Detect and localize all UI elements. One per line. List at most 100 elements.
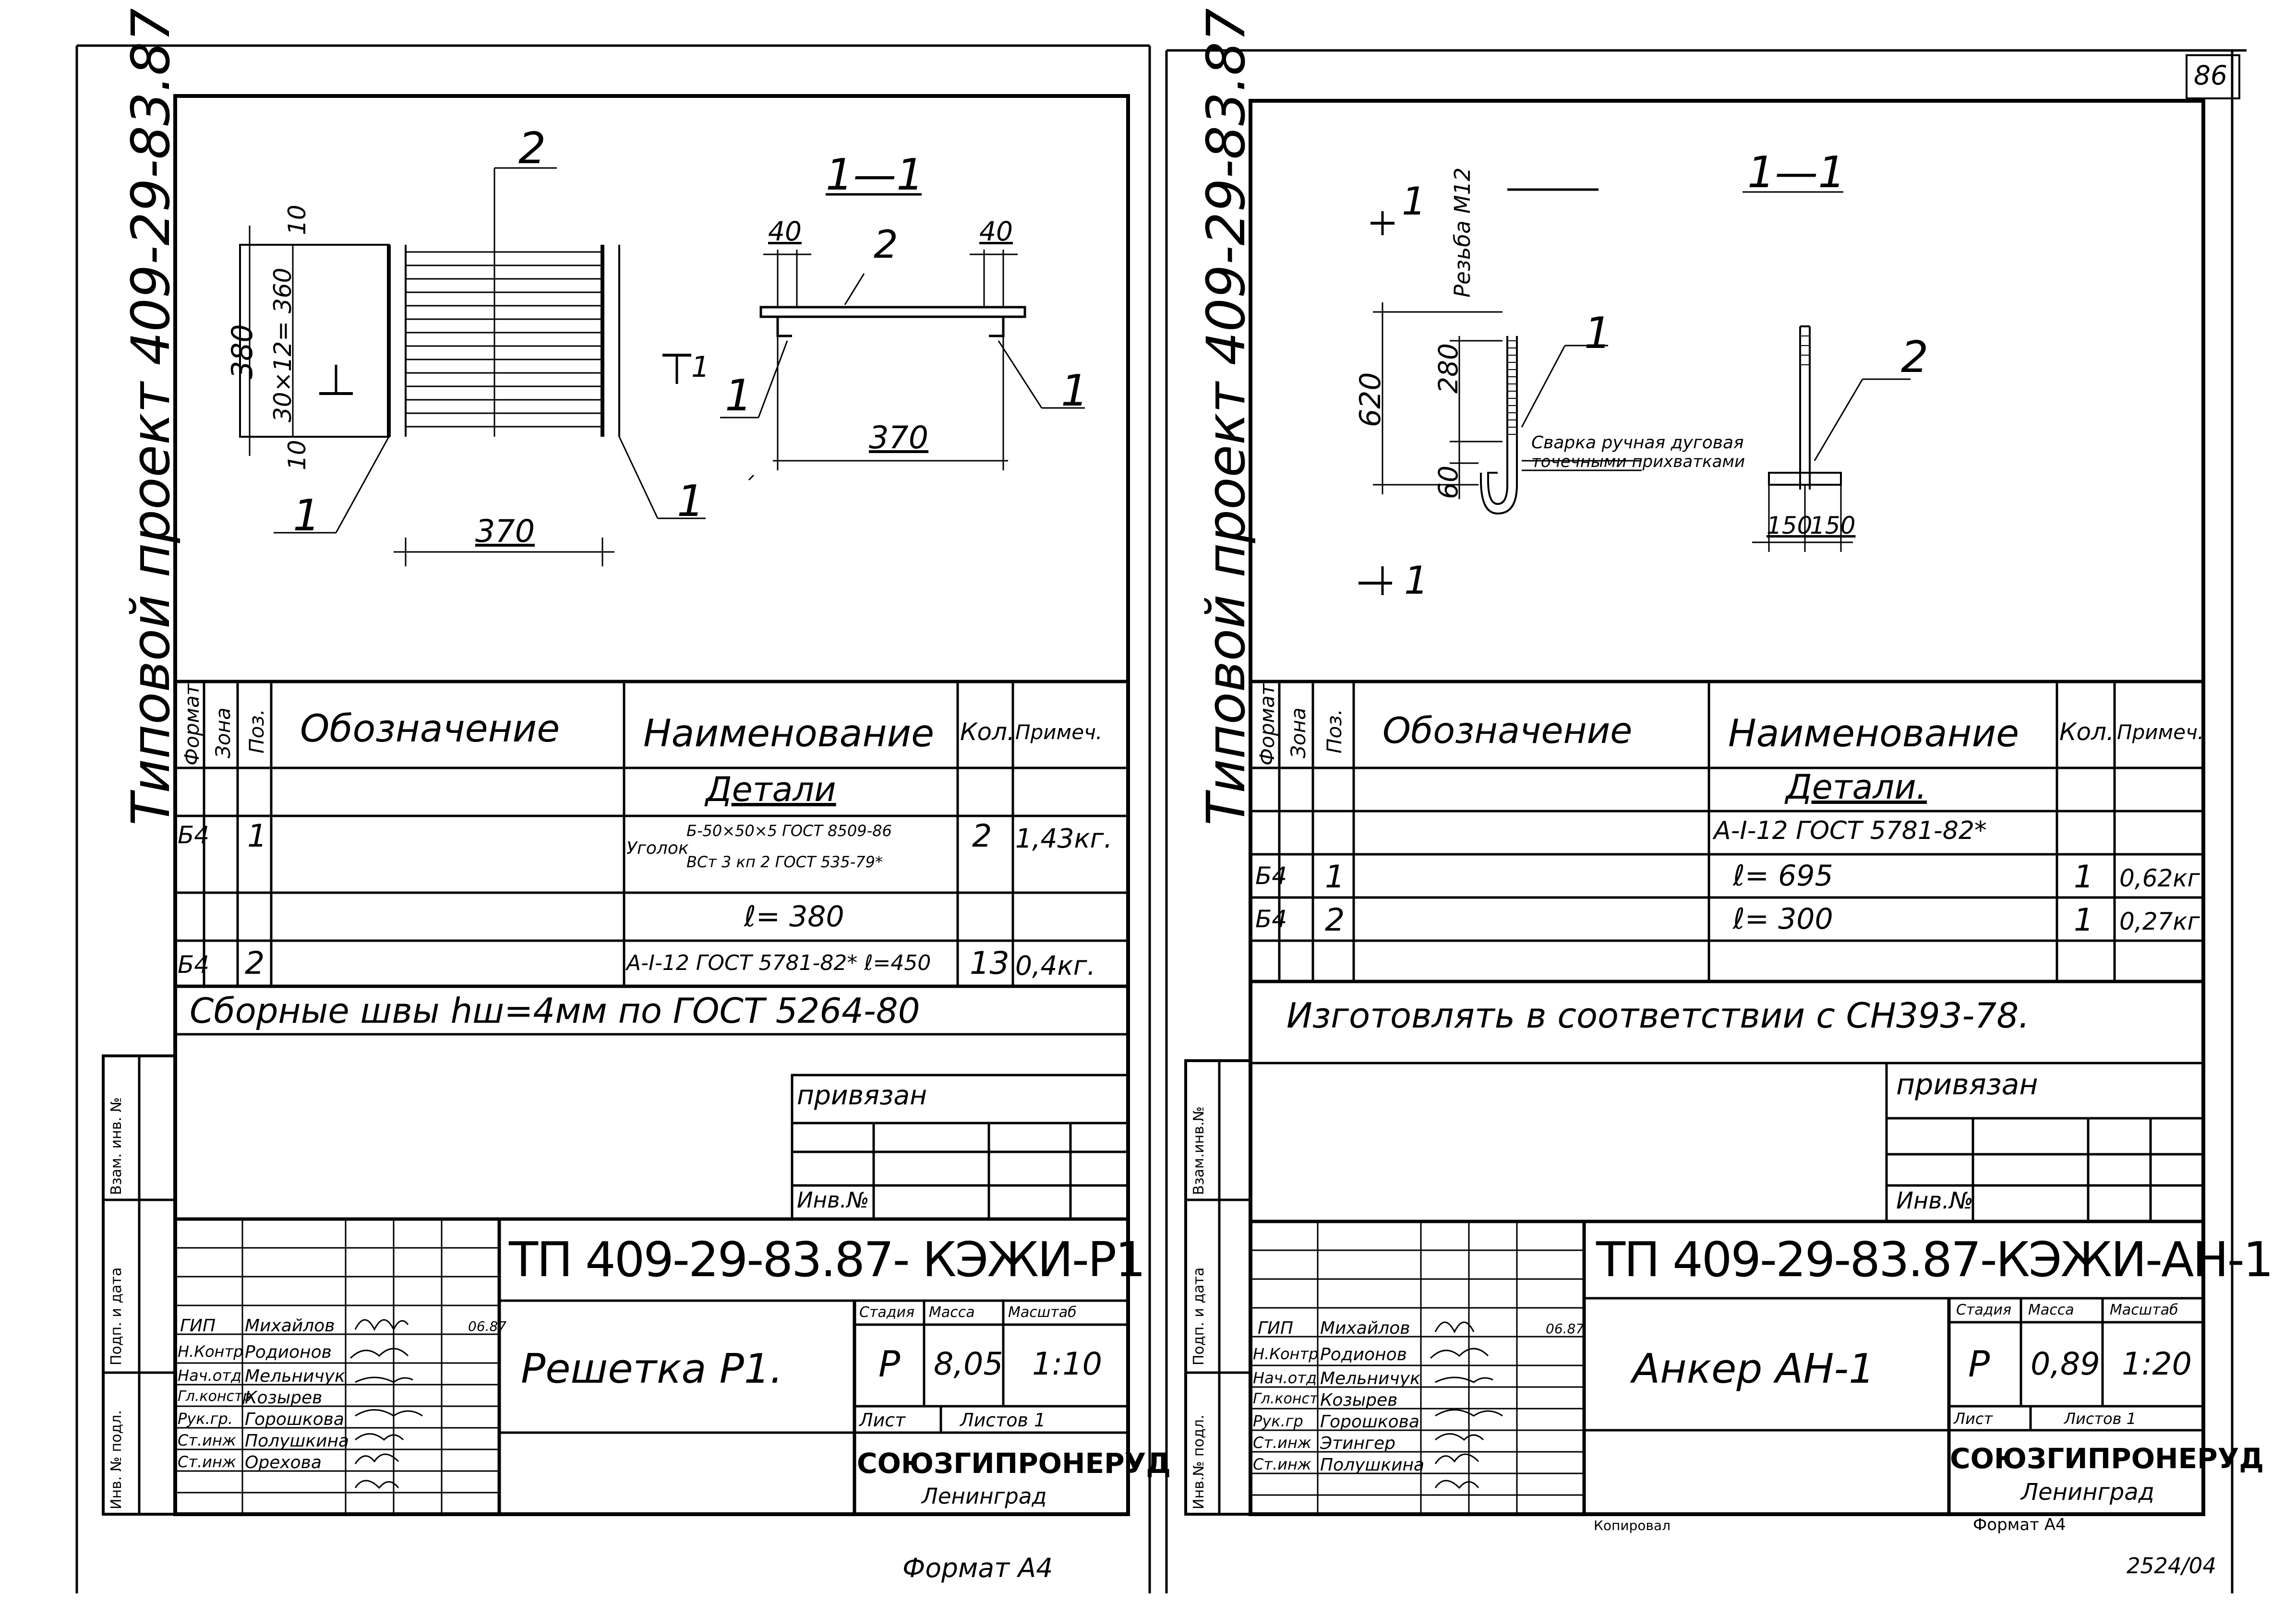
left-row3-pos: 2 xyxy=(245,945,265,981)
left-row3-name: А-Ӏ-12 ГОСТ 5781-82* ℓ=450 xyxy=(626,951,931,975)
left-hdr-designation: Обозначение xyxy=(300,707,560,751)
right-hdr-pos: Поз. xyxy=(1322,709,1346,754)
right-role-7: Ст.инж xyxy=(1253,1455,1311,1473)
right-role-5: Рук.гр xyxy=(1253,1412,1303,1430)
right-row2-qty: 1 xyxy=(2074,902,2094,938)
left-row1-note: 1,43кг. xyxy=(1015,823,1113,854)
right-cut-bottom: 1 xyxy=(1404,558,1429,603)
left-side-title: Типовой проект 409-29-83.87 Альбом 3 xyxy=(120,0,181,825)
left-stamp-scale-hdr: Масштаб xyxy=(1008,1304,1077,1321)
right-row2-note: 0,27кг xyxy=(2119,908,2200,935)
right-dim-60: 60 xyxy=(1433,466,1464,499)
right-name-3: Мельничук xyxy=(1320,1369,1420,1388)
left-dim-10b: 10 xyxy=(283,440,311,470)
right-stamp-sheet: Лист xyxy=(1954,1410,1993,1428)
left-dim-10a: 10 xyxy=(283,204,311,235)
right-stamp-scale-hdr: Масштаб xyxy=(2110,1302,2178,1318)
left-date-note: 06.87 xyxy=(468,1318,507,1334)
left-spec-section: Детали xyxy=(706,770,836,809)
left-side-inv-podl: Инв. № подл. xyxy=(108,1410,125,1509)
right-section-label: 1—1 xyxy=(1747,147,1846,198)
left-city: Ленинград xyxy=(922,1483,1047,1509)
right-weld-note-2: точечными прихватками xyxy=(1531,452,1745,471)
left-cut-mark-label: 1 xyxy=(691,350,710,384)
left-stamp-stage-hdr: Стадия xyxy=(859,1304,915,1321)
left-stamp-scale: 1:10 xyxy=(1032,1346,1102,1382)
left-name-1: Михайлов xyxy=(245,1316,335,1336)
right-role-6: Ст.инж xyxy=(1253,1434,1311,1452)
left-callout-1c: 1 xyxy=(725,371,753,421)
right-side-vzam: Взам.инв.№ xyxy=(1190,1106,1207,1195)
right-name-4: Козырев xyxy=(1320,1390,1398,1410)
left-row3-format: Б4 xyxy=(178,951,210,979)
left-callout-1b: 1 xyxy=(677,476,705,526)
left-note-text: Сборные швы hш=4мм по ГОСТ 5264-80 xyxy=(190,991,920,1031)
right-callout-1: 1 xyxy=(1584,308,1612,359)
left-row3-qty: 13 xyxy=(970,945,1010,981)
left-dim-370b: 370 xyxy=(869,420,929,456)
right-role-1: ГИП xyxy=(1258,1318,1294,1338)
right-order-no: 2524/04 xyxy=(2127,1553,2216,1579)
right-copy-label: Копировал xyxy=(1594,1518,1671,1533)
right-stamp-sheets: Листов 1 xyxy=(2064,1410,2137,1428)
left-callout-2b: 2 xyxy=(874,222,898,267)
right-side-inv-podl: Инв.№ подл. xyxy=(1190,1414,1207,1509)
right-doc-code: ТП 409-29-83.87-КЭЖИ-АН-1 xyxy=(1596,1232,2273,1288)
right-city: Ленинград xyxy=(2021,1479,2154,1506)
right-privyazan: привязан xyxy=(1896,1068,2038,1101)
left-row1-name-top: Б-50×50×5 ГОСТ 8509-86 xyxy=(686,822,892,840)
right-cut-top: 1 xyxy=(1402,179,1426,224)
right-dim-thread: Резьба М12 xyxy=(1450,167,1475,298)
left-name-2: Родионов xyxy=(245,1342,332,1362)
right-role-2: Н.Контр xyxy=(1253,1345,1319,1363)
left-name-4: Козырев xyxy=(245,1388,323,1408)
left-dim-370a: 370 xyxy=(475,514,535,550)
left-row1-qty: 2 xyxy=(972,818,992,854)
right-name-7: Полушкина xyxy=(1320,1455,1425,1475)
left-dim-40a: 40 xyxy=(768,216,802,247)
right-hdr-designation: Обозначение xyxy=(1382,709,1633,752)
left-role-3: Нач.отд xyxy=(178,1366,242,1385)
left-doc-code: ТП 409-29-83.87- КЭЖИ-Р1 xyxy=(509,1232,1146,1288)
left-role-4: Гл.констр xyxy=(178,1388,252,1405)
left-hdr-pos: Поз. xyxy=(245,709,268,754)
left-row1-pos: 1 xyxy=(247,818,267,854)
right-spec-material: А-Ӏ-12 ГОСТ 5781-82* xyxy=(1714,816,1987,845)
right-name-1: Михайлов xyxy=(1320,1318,1410,1338)
right-date-note: 06.87 xyxy=(1546,1321,1585,1337)
left-stamp-sheets: Листов 1 xyxy=(960,1410,1046,1431)
right-row2-format: Б4 xyxy=(1255,905,1287,933)
left-format-label: Формат А4 xyxy=(902,1553,1053,1583)
right-side-podp: Подп. и дата xyxy=(1190,1267,1207,1365)
right-role-4: Гл.конст xyxy=(1253,1390,1318,1407)
right-weld-note-1: Сварка ручная дуговая xyxy=(1531,433,1744,453)
right-dim-620: 620 xyxy=(1354,372,1387,427)
page-number: 86 xyxy=(2194,60,2227,91)
left-row1-name-bottom: ВСт 3 кп 2 ГОСТ 535-79* xyxy=(686,853,883,871)
left-dim-360: 30×12= 360 xyxy=(269,267,297,422)
left-role-2: Н.Контр xyxy=(178,1342,243,1361)
right-name-6: Этингер xyxy=(1320,1434,1395,1453)
left-name-3: Мельничук xyxy=(245,1366,345,1386)
right-dim-280: 280 xyxy=(1433,343,1464,394)
left-stamp-sheet: Лист xyxy=(859,1410,906,1431)
left-section-label: 1—1 xyxy=(826,150,924,200)
left-row1-format: Б4 xyxy=(178,821,210,849)
right-row1-format: Б4 xyxy=(1255,862,1287,890)
left-hdr-zone: Зона xyxy=(211,707,235,758)
left-item-name: Решетка Р1. xyxy=(521,1345,783,1393)
right-stamp-scale: 1:20 xyxy=(2122,1346,2192,1382)
right-callout-2: 2 xyxy=(1901,332,1929,383)
right-row2-pos: 2 xyxy=(1325,902,1345,938)
right-role-3: Нач.отд xyxy=(1253,1369,1317,1387)
left-stamp-mass-hdr: Масса xyxy=(929,1304,975,1321)
right-hdr-note: Примеч. xyxy=(2117,720,2204,744)
left-role-6: Ст.инж xyxy=(178,1431,236,1449)
left-side-vzam: Взам. инв. № xyxy=(108,1097,125,1195)
right-row1-note: 0,62кг xyxy=(2119,864,2200,892)
left-dim-40b: 40 xyxy=(979,216,1013,247)
left-stamp-mass: 8,05 xyxy=(934,1346,1003,1382)
right-spec-section: Детали. xyxy=(1786,767,1927,807)
left-hdr-format: Формат xyxy=(180,683,204,766)
right-item-name: Анкер АН-1 xyxy=(1632,1345,1875,1393)
